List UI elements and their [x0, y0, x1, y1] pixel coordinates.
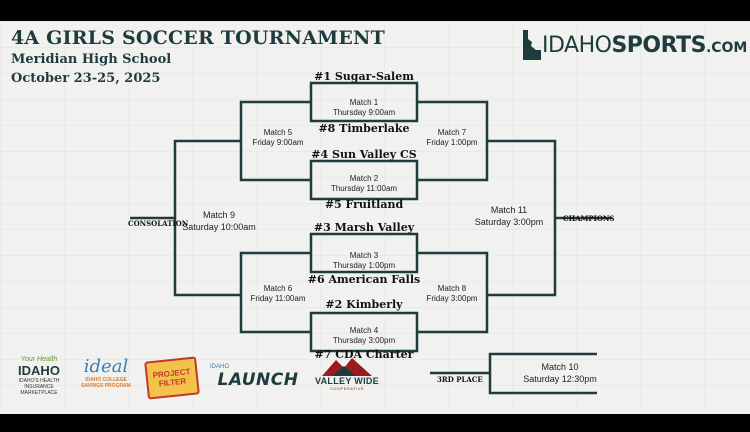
sponsor-ideal-desc: IDAHO COLLEGE SAVINGS PROGRAM — [81, 377, 131, 389]
match-9-name: Match 9 — [202, 210, 236, 220]
match-1-time: Thursday 9:00am — [332, 108, 396, 117]
match-4-time: Thursday 3:00pm — [332, 336, 396, 345]
sponsor-your-health-tagline: Your Health — [20, 356, 58, 363]
mountain-icon — [322, 358, 372, 376]
match-3[interactable]: Match 3 Thursday 1:00pm — [333, 251, 395, 271]
sponsor-ideal[interactable]: ideal IDAHO COLLEGE SAVINGS PROGRAM — [76, 356, 136, 389]
team-seed-8: #8 Timberlake — [318, 122, 410, 135]
match-5-time: Friday 9:00am — [252, 138, 304, 147]
match-2-time: Thursday 11:00am — [330, 184, 398, 193]
match-8-name: Match 8 — [437, 284, 467, 293]
match-3-time: Thursday 1:00pm — [332, 261, 396, 270]
match-6-name: Match 6 — [263, 284, 293, 293]
match-7-name: Match 7 — [437, 128, 467, 137]
match-11-name: Match 11 — [490, 205, 528, 215]
team-seed-4: #4 Sun Valley CS — [311, 148, 417, 161]
team-seed-1: #1 Sugar-Salem — [314, 70, 414, 83]
sponsor-idaho-launch[interactable]: IDAHO LAUNCH — [210, 364, 306, 390]
match-10-name: Match 10 — [541, 362, 579, 372]
match-9-time: Saturday 10:00am — [182, 222, 256, 232]
valley-wide-name: VALLEY WIDE — [315, 376, 379, 386]
logo-part-com: .COM — [705, 39, 748, 56]
match-10[interactable]: Match 10 Saturday 12:30pm — [523, 361, 597, 385]
sponsor-your-health-desc: IDAHO'S HEALTH INSURANCE MARKETPLACE — [18, 378, 60, 396]
team-seed-2: #2 Kimberly — [325, 298, 403, 311]
logo-part-idaho: IDAHO — [542, 32, 612, 58]
sponsor-valley-wide[interactable]: VALLEY WIDE COOPERATIVE — [310, 356, 384, 391]
champions-label: CHAMPIONS — [563, 214, 615, 223]
match-11-time: Saturday 3:00pm — [474, 217, 544, 227]
match-5[interactable]: Match 5 Friday 9:00am — [252, 128, 303, 148]
match-8-time: Friday 3:00pm — [426, 294, 478, 303]
match-11[interactable]: Match 11 Saturday 3:00pm — [475, 204, 544, 228]
match-4-name: Match 4 — [349, 326, 379, 335]
page-title: 4A GIRLS SOCCER TOURNAMENT — [11, 27, 385, 49]
sponsor-project-filter[interactable]: PROJECT FILTER — [144, 356, 200, 400]
match-2[interactable]: Match 2 Thursday 11:00am — [331, 174, 397, 194]
match-6-time: Friday 11:00am — [250, 294, 306, 303]
match-7-time: Friday 1:00pm — [426, 138, 478, 147]
match-1-name: Match 1 — [349, 98, 379, 107]
team-seed-7: #7 CDA Charter — [314, 348, 414, 361]
match-9[interactable]: Match 9 Saturday 10:00am — [182, 209, 256, 233]
match-4[interactable]: Match 4 Thursday 3:00pm — [333, 326, 395, 346]
project-filter-line2: FILTER — [158, 376, 187, 389]
match-3-name: Match 3 — [349, 251, 379, 260]
match-5-name: Match 5 — [263, 128, 293, 137]
bracket-poster: 4A GIRLS SOCCER TOURNAMENT Meridian High… — [0, 21, 750, 414]
consolation-label: CONSOLATION — [128, 219, 189, 228]
idaho-launch-small: IDAHO — [210, 364, 230, 370]
sponsor-your-health-name: IDAHO — [18, 363, 60, 378]
sponsor-your-health-idaho[interactable]: Your Health IDAHO IDAHO'S HEALTH INSURAN… — [8, 356, 70, 396]
match-7[interactable]: Match 7 Friday 1:00pm — [426, 128, 477, 148]
match-1[interactable]: Match 1 Thursday 9:00am — [333, 98, 395, 118]
dates: October 23-25, 2025 — [11, 71, 161, 86]
idaho-state-icon — [523, 30, 541, 60]
team-seed-6: #6 American Falls — [307, 273, 421, 286]
venue: Meridian High School — [11, 52, 172, 67]
third-place-label: 3RD PLACE — [437, 375, 483, 384]
team-seed-3: #3 Marsh Valley — [313, 221, 415, 234]
match-8[interactable]: Match 8 Friday 3:00pm — [426, 284, 477, 304]
team-seed-5: #5 Fruitland — [324, 198, 404, 211]
match-2-name: Match 2 — [349, 174, 379, 183]
idahosports-logo[interactable]: IDAHO SPORTS .COM — [520, 29, 747, 61]
match-10-time: Saturday 12:30pm — [523, 374, 597, 384]
logo-part-sports: SPORTS — [611, 32, 706, 58]
bracket-lines — [130, 81, 612, 395]
match-6[interactable]: Match 6 Friday 11:00am — [251, 284, 306, 304]
sponsor-ideal-name: ideal — [83, 356, 129, 377]
project-filter-badge: PROJECT FILTER — [144, 356, 200, 400]
brick-background — [0, 21, 750, 414]
idaho-launch-name: LAUNCH — [217, 370, 299, 390]
valley-wide-desc: COOPERATIVE — [329, 386, 365, 391]
